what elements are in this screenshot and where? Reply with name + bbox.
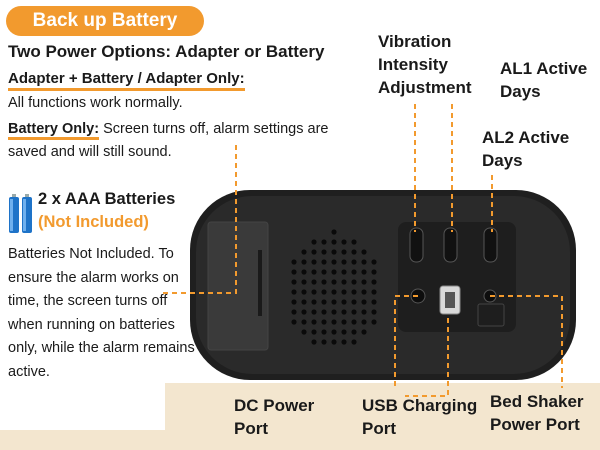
callout-dc-power-port: DC Power Port: [234, 396, 315, 438]
battery-compartment-cover: [207, 221, 269, 351]
battery-only-paragraph: Battery Only: Screen turns off, alarm se…: [8, 118, 368, 164]
vibration-intensity-switch: [409, 227, 424, 263]
callout-usb-charging-port: USB Charging Port: [362, 396, 478, 438]
callout-al1-active-days: AL1 Active Days: [500, 59, 588, 101]
speaker-grille: [291, 229, 377, 345]
al2-active-days-switch: [483, 227, 498, 263]
batteries-not-included-note: (Not Included): [38, 213, 149, 231]
power-options-title: Two Power Options: Adapter or Battery: [8, 42, 325, 61]
adapter-heading: Adapter + Battery / Adapter Only:: [8, 70, 245, 91]
battery-only-text: Screen turns off, alarm settings are sav…: [8, 121, 329, 160]
battery-cover-latch: [258, 250, 262, 316]
back-up-battery-badge: Back up Battery: [6, 6, 204, 36]
battery-only-label: Battery Only:: [8, 121, 100, 140]
al1-active-days-switch: [443, 227, 458, 263]
callout-lines: [162, 104, 563, 397]
callout-vibration-intensity: Vibration Intensity Adjustment: [378, 32, 472, 97]
callout-bed-shaker-power-port: Bed Shaker Power Port: [490, 392, 584, 434]
batteries-description: Batteries Not Included. To ensure the al…: [8, 246, 195, 380]
table-surface-front: [0, 430, 600, 450]
batteries-title: 2 x AAA Batteries: [38, 190, 176, 208]
battery-icon: [9, 194, 32, 233]
callout-al2-active-days: AL2 Active Days: [482, 128, 570, 170]
adapter-text: All functions work normally.: [8, 95, 183, 111]
